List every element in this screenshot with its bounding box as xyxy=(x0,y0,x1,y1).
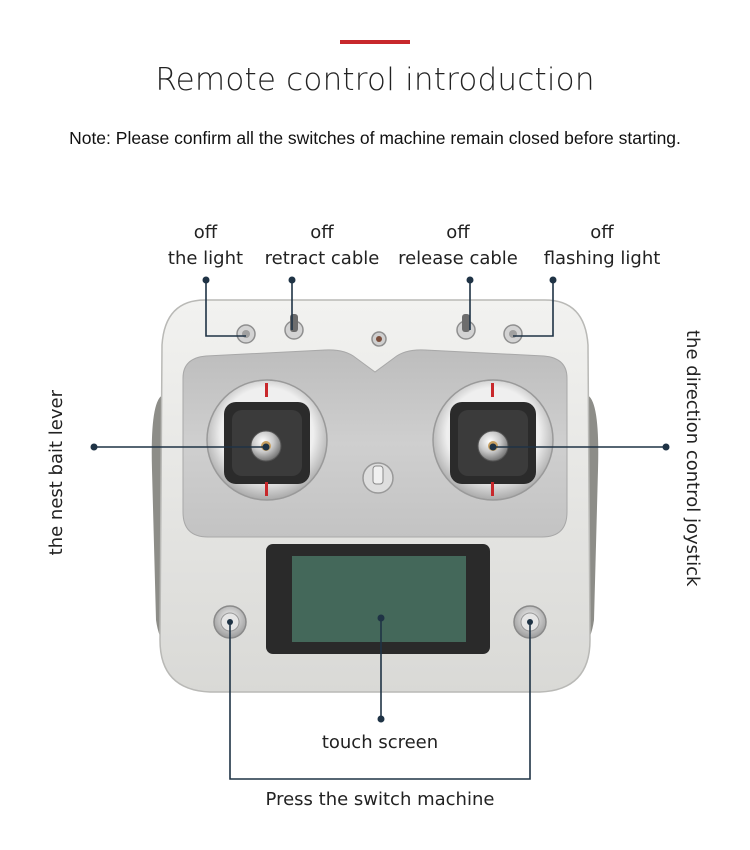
touch-screen-display xyxy=(292,556,466,642)
label-text: the light xyxy=(167,248,244,269)
label-text: retract cable xyxy=(264,248,380,269)
center-toggle xyxy=(362,462,394,494)
right-joystick xyxy=(432,379,554,501)
callout-release-cable-switch: off release cable xyxy=(394,220,522,272)
state-text: off xyxy=(590,222,614,243)
callout-flashing-light-switch: off flashing light xyxy=(538,220,666,272)
label-text: release cable xyxy=(398,248,518,269)
callout-direction-joystick: the direction control joystick xyxy=(682,330,703,587)
callout-lines xyxy=(94,280,666,780)
state-text: off xyxy=(193,222,218,243)
toggle-switch-light xyxy=(236,324,256,344)
toggle-switch-flash xyxy=(503,324,523,344)
title-accent-bar xyxy=(340,40,410,44)
state-text: off xyxy=(310,222,334,243)
label-text: flashing light xyxy=(543,248,661,269)
left-joystick xyxy=(206,379,328,501)
callout-touch-screen: touch screen xyxy=(321,732,439,753)
callout-nest-bait-lever: the nest bait lever xyxy=(46,390,67,556)
callout-light-switch: off the light xyxy=(148,220,263,272)
callout-dots xyxy=(90,276,670,723)
safety-note: Note: Please confirm all the switches of… xyxy=(69,128,681,148)
state-text: off xyxy=(446,222,470,243)
callout-retract-cable-switch: off retract cable xyxy=(258,220,386,272)
page-title: Remote control introduction xyxy=(155,62,595,98)
callout-power-switch: Press the switch machine xyxy=(265,789,495,810)
